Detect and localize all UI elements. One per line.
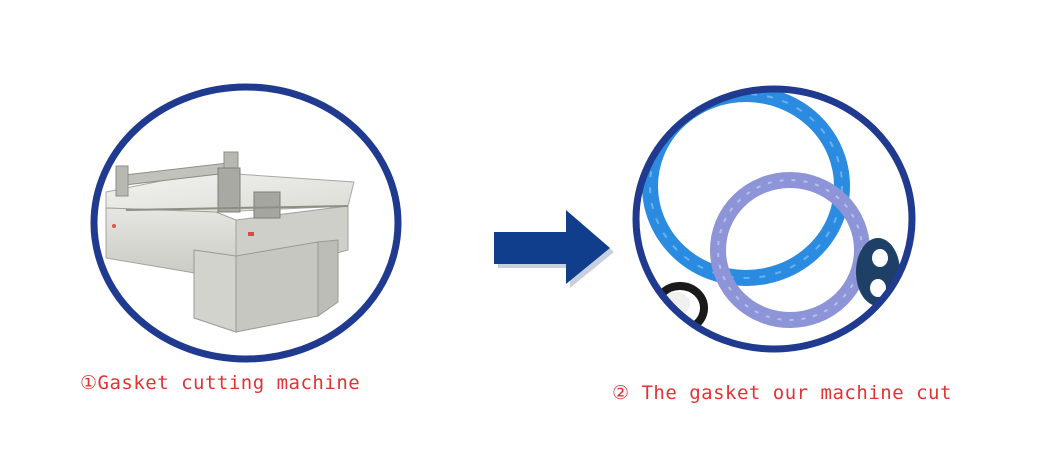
caption-gasket-result: ② The gasket our machine cut — [612, 382, 952, 404]
right-arrow-icon — [490, 208, 620, 290]
cutting-machine-illustration — [90, 83, 402, 363]
gasket-rings-illustration — [632, 85, 916, 353]
gasket-photo-circle — [628, 82, 920, 356]
caption-gasket-cutting-machine: ①Gasket cutting machine — [80, 372, 361, 394]
machine-photo-circle — [86, 80, 406, 366]
